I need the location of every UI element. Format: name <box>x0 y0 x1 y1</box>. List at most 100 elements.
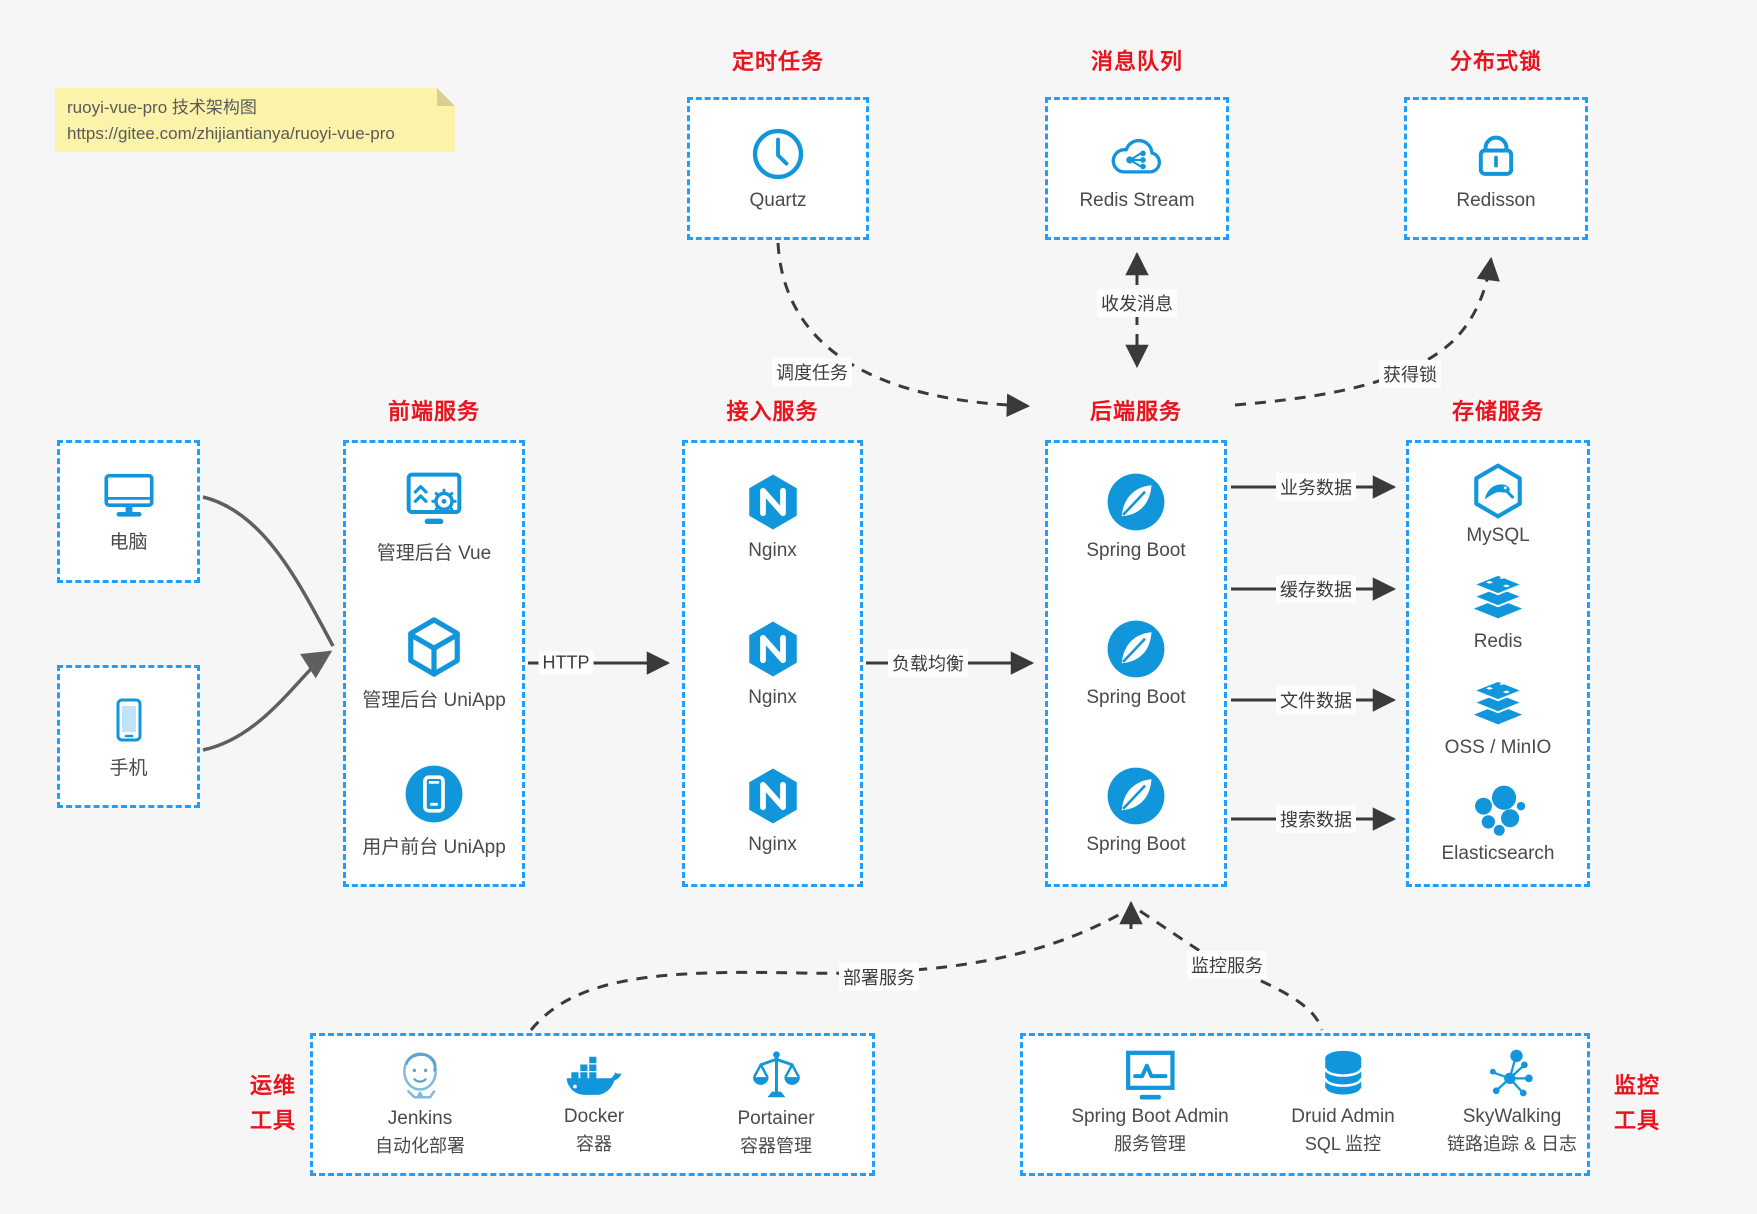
node-label: Redis <box>1473 630 1523 652</box>
node-label: Elasticsearch <box>1441 843 1555 865</box>
node-spring-boot-1[interactable]: Spring Boot <box>1086 471 1186 562</box>
spring-boot-icon <box>1107 620 1165 678</box>
phone-icon <box>116 698 141 741</box>
box-backend: Spring Boot Spring Boot Spring Boot <box>1045 440 1227 887</box>
node-user-uniapp[interactable]: 用户前台 UniApp <box>362 763 506 859</box>
node-desc: 链路追踪 & 日志 <box>1446 1134 1578 1154</box>
node-label: Spring Boot <box>1086 687 1186 708</box>
node-jenkins[interactable]: Jenkins 自动化部署 <box>375 1048 465 1158</box>
title-frontend: 前端服务 <box>387 399 480 424</box>
node-pc[interactable]: 电脑 <box>101 470 157 554</box>
clock-icon <box>752 128 804 180</box>
node-name: Jenkins <box>387 1108 453 1129</box>
node-nginx-1[interactable]: Nginx <box>743 471 803 562</box>
node-redisson[interactable]: Redisson <box>1456 125 1536 212</box>
node-label: Nginx <box>748 687 797 708</box>
node-mysql[interactable]: MySQL <box>1466 462 1530 547</box>
lock-icon <box>1478 135 1514 176</box>
monitor-title-line1: 监控 <box>1613 1073 1660 1098</box>
edge-acquire-lock <box>1234 256 1500 407</box>
node-quartz[interactable]: Quartz <box>749 125 807 212</box>
nginx-icon <box>748 474 797 530</box>
ops-title-line2: 工具 <box>249 1108 296 1133</box>
edge-label-monitor-service: 监控服务 <box>1187 951 1267 979</box>
node-skywalking[interactable]: SkyWalking 链路追踪 & 日志 <box>1447 1048 1577 1156</box>
node-desc: 容器 <box>576 1134 612 1154</box>
note-url[interactable]: https://gitee.com/zhijiantianya/ruoyi-vu… <box>67 124 395 143</box>
node-spring-boot-admin[interactable]: Spring Boot Admin 服务管理 <box>1071 1048 1229 1156</box>
node-name: Spring Boot Admin <box>1071 1106 1229 1127</box>
title-backend: 后端服务 <box>1089 399 1182 424</box>
title-scheduled-task: 定时任务 <box>731 49 824 74</box>
elasticsearch-icon <box>1475 786 1526 837</box>
redis-stack-icon <box>1471 573 1525 619</box>
node-label: Redisson <box>1456 190 1536 211</box>
node-admin-vue[interactable]: 管理后台 Vue <box>377 469 491 565</box>
admin-vue-icon <box>406 472 462 524</box>
monitor-title-line2: 工具 <box>1613 1108 1660 1133</box>
edge-label-biz-data: 业务数据 <box>1276 473 1356 501</box>
node-portainer[interactable]: Portainer 容器管理 <box>737 1048 815 1158</box>
edge-label-http: HTTP <box>538 651 594 675</box>
node-elasticsearch[interactable]: Elasticsearch <box>1442 784 1555 865</box>
node-nginx-3[interactable]: Nginx <box>743 765 803 856</box>
docker-icon <box>566 1056 622 1095</box>
user-app-icon <box>405 765 463 822</box>
node-admin-uniapp[interactable]: 管理后台 UniApp <box>362 616 506 712</box>
box-redisson: Redisson <box>1404 97 1588 240</box>
cloud-network-icon <box>1111 138 1161 174</box>
title-ops-tools: 运维 工具 <box>238 1068 308 1138</box>
nginx-icon <box>748 621 797 677</box>
node-label: 管理后台 Vue <box>376 542 492 564</box>
node-label: Spring Boot <box>1086 540 1186 561</box>
node-label: 用户前台 UniApp <box>362 836 506 858</box>
node-label: 手机 <box>109 757 148 779</box>
edge-label-file-data: 文件数据 <box>1276 686 1356 714</box>
box-frontend: 管理后台 Vue 管理后台 UniApp 用户前台 UniApp <box>343 440 525 887</box>
node-spring-boot-2[interactable]: Spring Boot <box>1086 618 1186 709</box>
edge-deploy-service <box>529 911 1123 1031</box>
edge-label-cache-data: 缓存数据 <box>1276 575 1356 603</box>
node-redis[interactable]: Redis <box>1469 572 1527 653</box>
box-storage: MySQL Redis OSS / MinIO <box>1406 440 1590 887</box>
edge-pc-to-frontend <box>202 495 335 647</box>
node-name: SkyWalking <box>1462 1106 1562 1127</box>
node-docker[interactable]: Docker 容器 <box>563 1052 625 1156</box>
title-gateway: 接入服务 <box>726 399 819 424</box>
spring-boot-icon <box>1107 473 1165 531</box>
node-label: OSS / MinIO <box>1444 737 1552 759</box>
cube-icon <box>408 616 460 677</box>
node-oss-minio[interactable]: OSS / MinIO <box>1444 678 1552 759</box>
node-desc: 服务管理 <box>1114 1134 1186 1154</box>
mysql-icon <box>1474 463 1522 519</box>
box-gateway: Nginx Nginx Nginx <box>682 440 863 887</box>
desktop-icon <box>103 473 154 517</box>
title-storage: 存储服务 <box>1451 399 1544 424</box>
node-phone[interactable]: 手机 <box>105 694 153 780</box>
edge-phone-to-frontend <box>202 650 333 752</box>
node-label: 电脑 <box>109 531 148 553</box>
sticky-note: ruoyi-vue-pro 技术架构图 https://gitee.com/zh… <box>55 88 455 152</box>
node-name: Druid Admin <box>1291 1106 1395 1127</box>
portainer-icon <box>752 1051 800 1098</box>
box-redis-stream: Redis Stream <box>1045 97 1229 240</box>
node-nginx-2[interactable]: Nginx <box>743 618 803 709</box>
title-distributed-lock: 分布式锁 <box>1449 49 1542 74</box>
graph-node-icon <box>1489 1049 1533 1097</box>
node-label: Redis Stream <box>1079 190 1195 211</box>
node-name: Docker <box>563 1106 625 1127</box>
node-label: MySQL <box>1466 524 1530 546</box>
node-desc: 自动化部署 <box>375 1136 465 1156</box>
edge-label-search-data: 搜索数据 <box>1276 805 1356 833</box>
node-redis-stream[interactable]: Redis Stream <box>1079 125 1195 212</box>
box-monitor-tools <box>1020 1033 1590 1176</box>
ops-title-line1: 运维 <box>249 1073 296 1098</box>
node-druid-admin[interactable]: Druid Admin SQL 监控 <box>1291 1048 1395 1156</box>
note-fold-corner <box>437 88 455 106</box>
node-spring-boot-3[interactable]: Spring Boot <box>1086 765 1186 856</box>
node-desc: 容器管理 <box>739 1136 812 1156</box>
node-label: 管理后台 UniApp <box>362 689 506 711</box>
box-pc-client: 电脑 <box>57 440 200 583</box>
jenkins-icon <box>403 1052 437 1099</box>
